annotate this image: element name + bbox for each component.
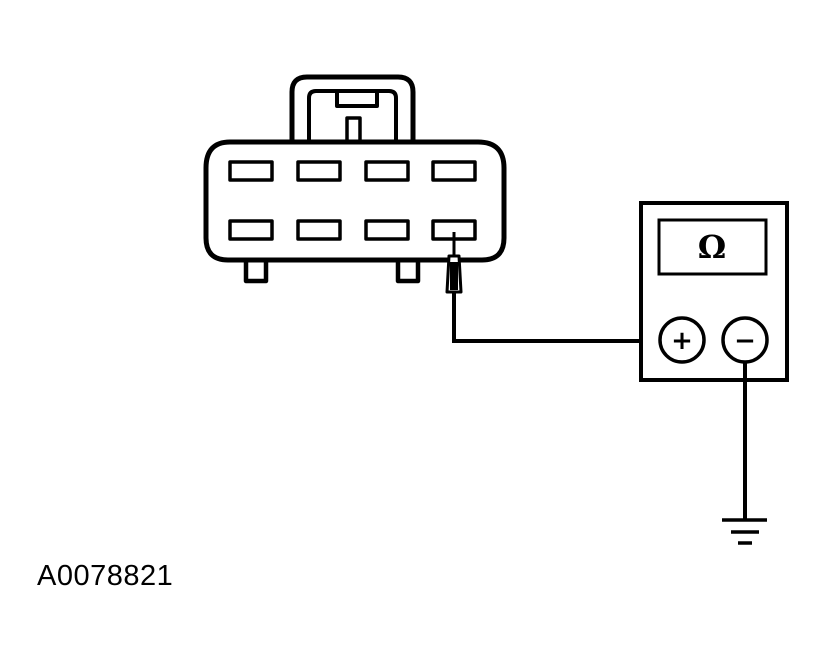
connector-pin-3 xyxy=(364,160,410,182)
connector-pin-5 xyxy=(228,219,274,241)
connector-foot-left xyxy=(243,260,269,284)
connector-pin-7 xyxy=(364,219,410,241)
ohmmeter-icon: Ω + − xyxy=(639,201,789,382)
ground-symbol-icon xyxy=(722,518,767,545)
connector-pin-4 xyxy=(431,160,477,182)
meter-display xyxy=(657,218,768,276)
figure-id-label: A0078821 xyxy=(37,560,174,592)
connector-pin-1 xyxy=(228,160,274,182)
positive-test-lead xyxy=(452,292,659,343)
connector-icon xyxy=(203,74,507,284)
connector-foot-right xyxy=(395,260,421,284)
connector-body xyxy=(203,139,507,263)
meter-positive-terminal xyxy=(658,316,706,364)
connector-latch-post xyxy=(345,116,362,144)
meter-display-symbol: Ω xyxy=(698,228,726,266)
connector-latch xyxy=(307,89,398,142)
connector-latch-bar xyxy=(335,91,379,108)
test-probe-icon xyxy=(445,232,463,294)
connector-pin-2 xyxy=(296,160,342,182)
meter-negative-label: − xyxy=(734,326,756,356)
connector-pin-6 xyxy=(296,219,342,241)
meter-positive-label: + xyxy=(671,326,693,356)
connector-lock-tab xyxy=(289,74,416,142)
